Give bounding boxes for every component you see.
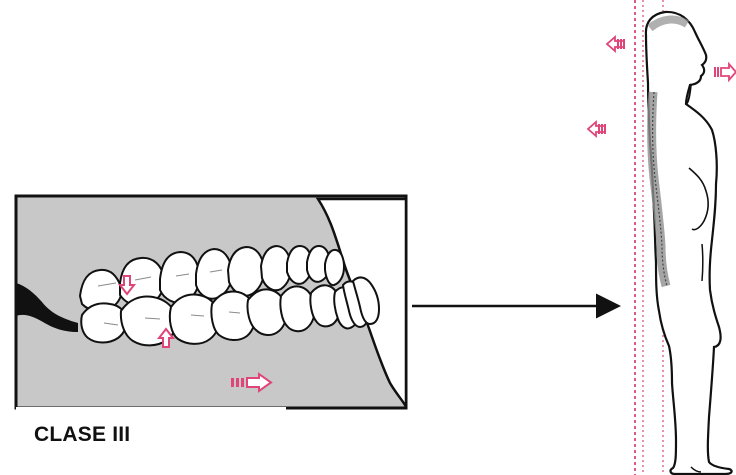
arrow-right-icon [714, 64, 736, 80]
arrow-left-icon [607, 37, 625, 51]
dental-occlusion-panel [16, 196, 406, 408]
arrow-left-icon [588, 122, 606, 136]
posture-figure [588, 0, 736, 475]
class-label: CLASE III [34, 424, 130, 445]
